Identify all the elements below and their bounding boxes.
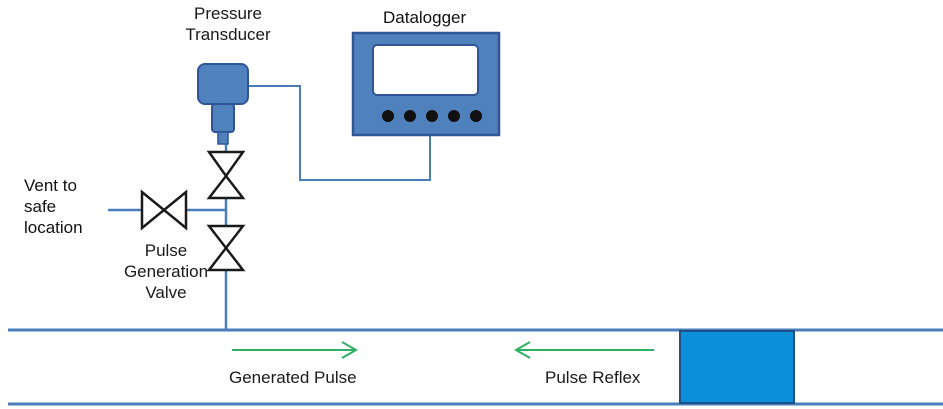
vent-valve-left-triangle	[140, 189, 166, 231]
vent-label-line-2: safe	[24, 197, 57, 216]
vent-label-line-1: Vent to	[24, 176, 77, 195]
pulse-reflex-label: Pulse Reflex	[545, 368, 641, 387]
datalogger-label: Datalogger	[383, 8, 467, 27]
pulse-valve-label-line-3: Valve	[145, 283, 187, 302]
vent-label-line-3: location	[24, 218, 83, 237]
pressure-transducer-label: Pressure Transducer	[180, 3, 276, 45]
upper-valve-bottom-triangle	[206, 173, 246, 200]
datalogger-button-5	[470, 110, 482, 122]
pulse-valve-label: Pulse Generation Valve	[121, 240, 211, 303]
signal-cable	[248, 85, 431, 181]
pulse-valve-top-triangle	[206, 224, 246, 251]
vent-label: Vent to safe location	[24, 175, 83, 238]
pressure-transducer-label-line-1: Pressure	[193, 4, 263, 23]
pulse-reflex-arrow-head	[513, 341, 531, 359]
pulse-valve-label-line-2: Generation	[123, 262, 209, 281]
generated-pulse-arrow-head	[341, 341, 359, 359]
pulse-valve-bottom-triangle	[206, 245, 246, 272]
datalogger-button-4	[448, 110, 460, 122]
datalogger-screen	[372, 44, 479, 96]
pressure-transducer-body	[197, 63, 249, 105]
datalogger-button-3	[426, 110, 438, 122]
pressure-transducer-stem	[211, 103, 235, 133]
upper-valve-top-triangle	[206, 150, 246, 179]
generated-pulse-label: Generated Pulse	[229, 368, 357, 387]
pressure-transducer-label-line-2: Transducer	[185, 25, 271, 44]
pipe-obstruction-block	[679, 330, 795, 404]
datalogger-button-1	[382, 110, 394, 122]
datalogger-button-2	[404, 110, 416, 122]
pulse-valve-label-line-1: Pulse	[144, 241, 188, 260]
pressure-transducer-fitting	[217, 131, 229, 145]
vent-valve-right-triangle	[162, 189, 188, 231]
